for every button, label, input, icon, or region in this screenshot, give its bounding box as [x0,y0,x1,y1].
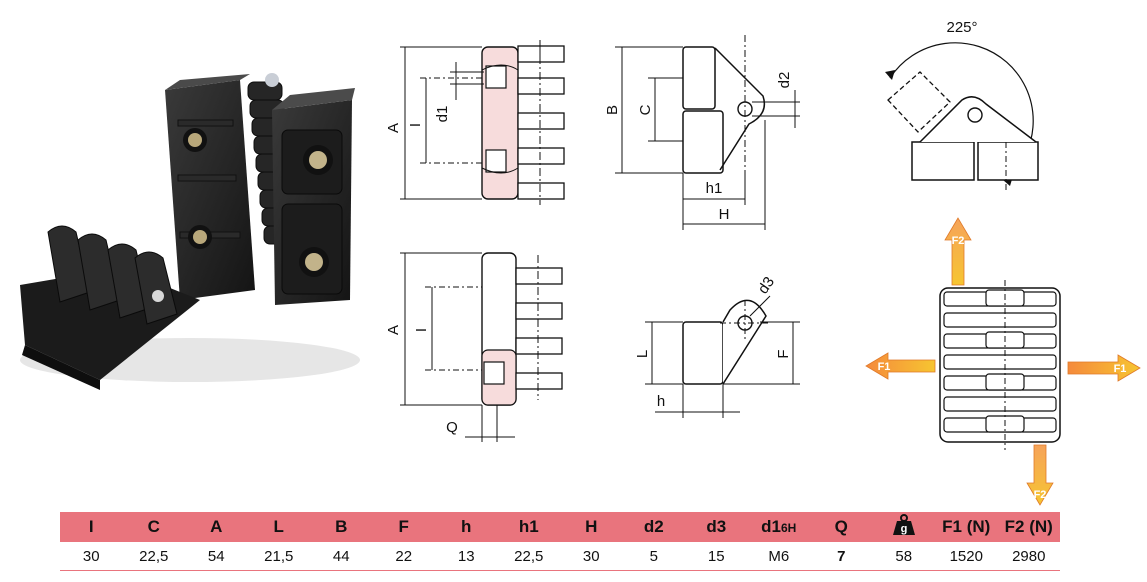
header-c: C [122,512,185,542]
header-label: I [88,517,94,536]
value-h1: 22,5 [497,542,560,571]
header-d3: d3 [685,512,748,542]
header-f1: F1 (N) [935,512,998,542]
value-f: 22 [372,542,435,571]
front-view-bottom: A I Q [385,252,563,442]
header-label: F2 (N) [1004,517,1053,536]
header-label: F [398,517,409,536]
header-i: I [60,512,123,542]
value-h: 30 [560,542,623,571]
header-label: B [335,517,348,536]
dim-C: C [637,104,654,115]
force-arrow-up: F2 [944,217,972,286]
dim-d1: d1 [434,106,451,123]
dim-H: H [719,206,730,223]
value-weight: 58 [872,542,935,571]
value-b: 44 [310,542,373,571]
header-h1: h1 [497,512,560,542]
svg-text:g: g [900,523,907,535]
dim-B: B [604,105,621,115]
header-label: L [273,517,284,536]
dim-F: F [775,349,792,358]
header-q: Q [810,512,873,542]
header-label: Q [834,517,848,536]
header-label: C [147,517,160,536]
side-view-top: B C d2 h1 H [604,35,800,230]
dim-d2: d2 [776,72,793,89]
dim-Q: Q [446,419,458,436]
header-h: H [560,512,623,542]
dim-L: L [634,350,651,358]
dim-d3: d3 [755,274,778,297]
value-d2: 5 [622,542,685,571]
header-b: B [310,512,373,542]
force-label-f2-up: F2 [952,235,965,247]
value-d1: M6 [747,542,810,571]
front-view-top: A I d1 [385,40,565,205]
force-label-f2-down: F2 [1034,489,1047,501]
force-diagram: F2 F2 F1 F1 [865,217,1141,506]
value-i: 30 [60,542,123,571]
header-label: A [210,517,223,536]
header-f2: F2 (N) [997,512,1060,542]
dim-A-top: A [385,123,402,133]
header-weight: g [872,512,935,542]
header-a: A [185,512,248,542]
force-arrow-left: F1 [865,352,936,380]
rotation-angle: 225° [946,19,977,36]
force-label-f1-right: F1 [1114,363,1127,375]
product-photo [20,73,360,390]
force-arrow-right: F1 [1067,354,1141,382]
header-d1: d16H [747,512,810,542]
value-c: 22,5 [122,542,185,571]
header-label: F1 (N) [942,517,991,536]
header-label: h [461,517,472,536]
header-label: h1 [518,517,539,536]
side-view-bottom: d3 L F h [634,274,800,418]
header-h: h [435,512,498,542]
header-sub: 6H [781,521,797,535]
weight-icon: g [892,513,915,535]
header-label: d3 [706,517,727,536]
header-d2: d2 [622,512,685,542]
dim-I-top: I [407,123,424,127]
header-label: d2 [643,517,664,536]
value-a: 54 [185,542,248,571]
dim-I-bottom: I [413,328,430,332]
dim-A-bottom: A [385,325,402,335]
value-d3: 15 [685,542,748,571]
header-label: H [585,517,598,536]
force-arrow-down: F2 [1026,444,1054,506]
force-label-f1-left: F1 [878,361,891,373]
dim-h1: h1 [706,180,723,197]
header-f: F [372,512,435,542]
value-f1: 1520 [935,542,998,571]
header-label: d1 [761,517,781,536]
header-l: L [247,512,310,542]
dim-h: h [657,393,665,410]
rotation-view: 225° [885,19,1039,190]
value-f2: 2980 [997,542,1060,571]
value-h: 13 [435,542,498,571]
value-l: 21,5 [247,542,310,571]
value-q: 7 [810,542,873,571]
